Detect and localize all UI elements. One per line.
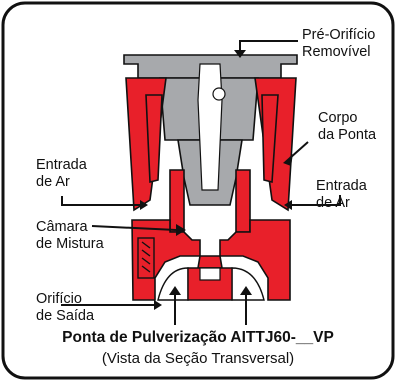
leader-lines [61, 40, 341, 325]
label-entrada-ar-right: Entrada de Ar [316, 178, 367, 212]
label-orificio-line2: de Saída [36, 308, 95, 324]
label-pre-orificio-line1: Pré-Orifício [302, 27, 376, 43]
label-corpo-line2: da Ponta [318, 127, 377, 143]
label-entrada-ar-left-line2: de Ar [36, 174, 70, 190]
label-camara-line1: Câmara [36, 219, 88, 235]
label-corpo-line1: Corpo [318, 110, 358, 126]
label-camara: Câmara de Mistura [36, 219, 104, 253]
diagram-subtitle: (Vista da Seção Transversal) [101, 350, 295, 367]
label-camara-line2: de Mistura [36, 236, 104, 252]
label-entrada-ar-right-line1: Entrada [316, 178, 367, 194]
label-entrada-ar-right-line2: de Ar [316, 195, 350, 211]
label-entrada-ar-left: Entrada de Ar [36, 157, 87, 191]
tip-body [125, 77, 297, 301]
label-pre-orificio-line2: Removível [302, 44, 371, 60]
outlet-slot [199, 267, 221, 281]
label-pre-orificio: Pré-Orifício Removível [302, 27, 375, 61]
label-orificio-line1: Orifício [36, 291, 82, 307]
label-corpo: Corpo da Ponta [318, 110, 376, 144]
insert-cross-hole [212, 87, 226, 101]
label-entrada-ar-left-line1: Entrada [36, 157, 87, 173]
diagram-title: Ponta de Pulverização AITTJ60-__VP [62, 329, 334, 346]
label-orificio: Orifício de Saída [36, 291, 94, 325]
arrowheads [140, 50, 293, 310]
seal-ring [137, 237, 155, 279]
insert-bore [197, 63, 223, 191]
